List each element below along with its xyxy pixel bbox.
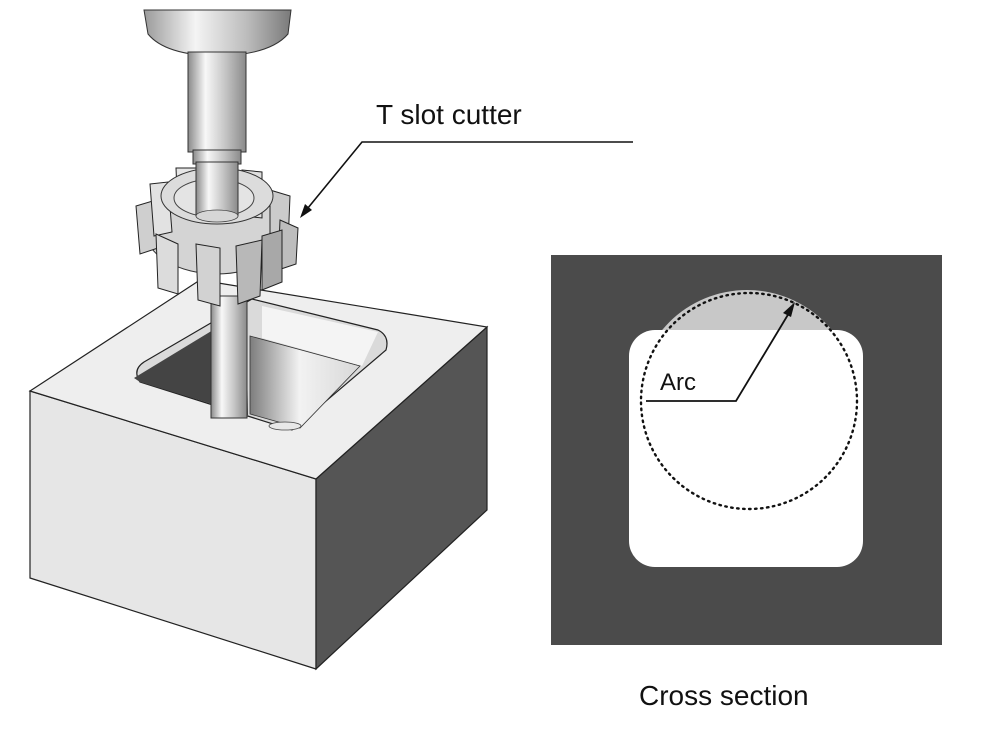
arc-label: Arc — [660, 369, 696, 396]
cross-section-caption: Cross section — [639, 680, 809, 711]
pocket-floor-edge — [268, 421, 302, 431]
arc-dotted-circle — [639, 291, 859, 511]
cutter-label: T slot cutter — [376, 99, 522, 130]
spindle-shank — [187, 51, 247, 153]
t-slot-cutter — [135, 161, 299, 307]
cutter-tooth — [195, 243, 221, 307]
tool-shaft-lower — [210, 295, 248, 419]
cutter-tooth — [155, 233, 179, 295]
section-hole — [629, 330, 863, 567]
cutter-arbor — [195, 161, 239, 217]
cutter-tooth — [235, 239, 263, 305]
cutter-arbor-base — [195, 209, 239, 223]
pocket-light-wall — [262, 306, 378, 366]
pocket-curved-wall — [249, 335, 361, 429]
cutter-leader — [300, 141, 633, 218]
arc-leader-arrowhead — [783, 302, 795, 317]
spindle — [143, 9, 292, 165]
arc-leader-line — [646, 307, 793, 402]
cutter-leader-line — [302, 141, 633, 215]
cutter-tooth — [261, 229, 283, 291]
cross-section — [551, 255, 942, 645]
cutter-leader-arrowhead — [300, 204, 312, 218]
spindle-head — [143, 9, 292, 57]
